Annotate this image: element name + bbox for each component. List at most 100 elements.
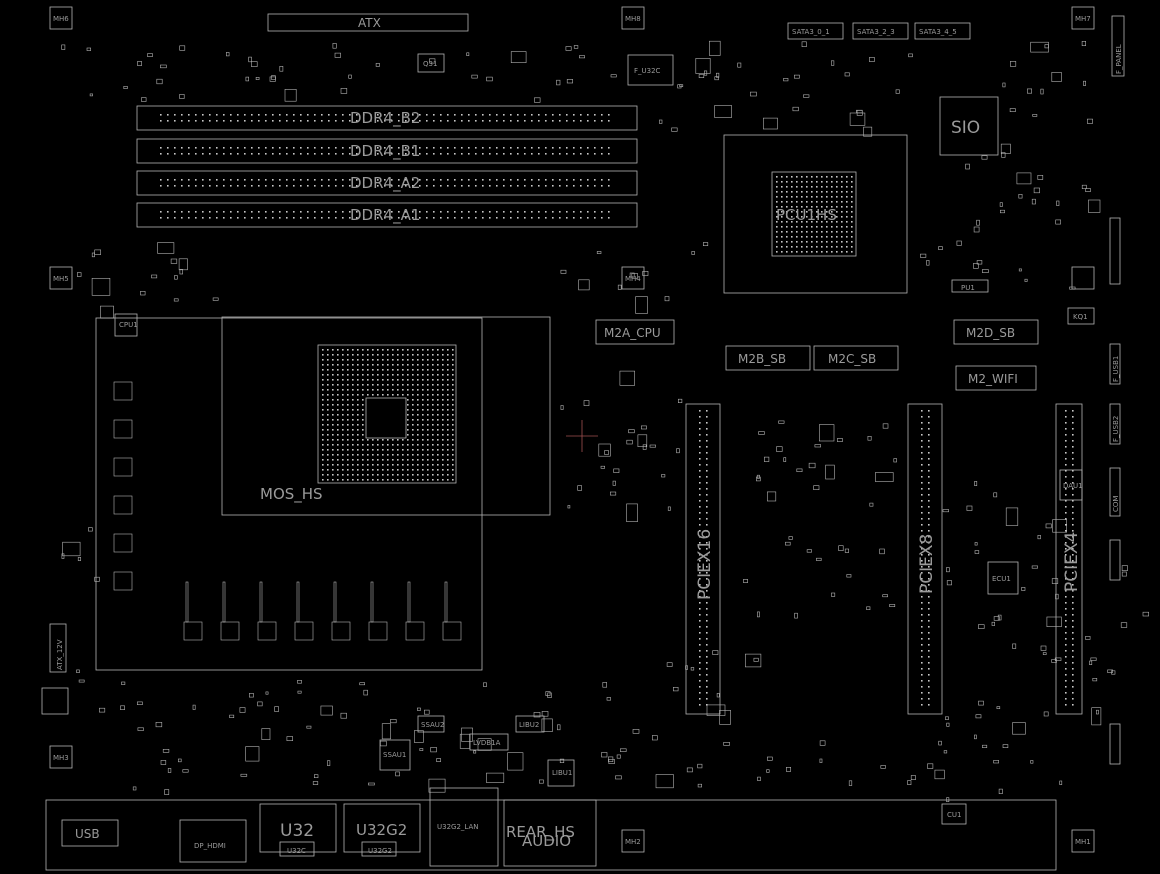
- dimm-pin: [342, 153, 344, 155]
- vrm-choke: [442, 621, 462, 641]
- passive-component: [803, 94, 810, 98]
- pcie-pin: [928, 674, 930, 676]
- cpu-pin: [337, 389, 339, 391]
- label-f-usb2: F_USB2: [1112, 416, 1120, 442]
- cpu-pin: [332, 419, 334, 421]
- cpu-pin: [442, 434, 444, 436]
- dimm-pin: [524, 153, 526, 155]
- cpu-pin: [327, 379, 329, 381]
- dimm-pin: [202, 153, 204, 155]
- pcie-pin: [1072, 590, 1074, 592]
- passive-component: [178, 758, 182, 763]
- pch-ball: [846, 231, 848, 233]
- passive-component: [672, 686, 679, 692]
- dimm-pin: [573, 217, 575, 219]
- cpu-pin: [422, 454, 424, 456]
- pch-ball: [801, 216, 803, 218]
- pcie-pin: [921, 524, 923, 526]
- cpu-pin: [417, 424, 419, 426]
- pcie-pin: [1072, 512, 1074, 514]
- dimm-pin: [608, 211, 610, 213]
- passive-component: [661, 474, 666, 478]
- pch-ball: [796, 216, 798, 218]
- pcie-pin: [1065, 596, 1067, 598]
- lvdb1a-chip: [469, 733, 509, 751]
- pch-ball: [826, 251, 828, 253]
- dimm-pin: [181, 211, 183, 213]
- cpu-pin: [392, 449, 394, 451]
- passive-component: [86, 47, 92, 51]
- cpu-pin: [387, 369, 389, 371]
- dimm-pin: [552, 147, 554, 149]
- passive-component: [927, 763, 934, 769]
- cpu-pin: [447, 454, 449, 456]
- cpu-pin: [442, 369, 444, 371]
- cpu-pin: [367, 464, 369, 466]
- cpu-pin: [332, 459, 334, 461]
- cpu-pin: [322, 374, 324, 376]
- cpu-pin: [377, 359, 379, 361]
- pch-ball: [841, 221, 843, 223]
- cpu-pin: [327, 414, 329, 416]
- cpu-pin: [387, 359, 389, 361]
- dimm-pin: [426, 120, 428, 122]
- passive-component: [938, 246, 943, 250]
- pcie-pin: [699, 410, 701, 412]
- pcie-pin: [706, 500, 708, 502]
- dimm-pin: [468, 185, 470, 187]
- cpu-pin: [407, 474, 409, 476]
- sata-port-3: [914, 22, 971, 40]
- cpu-pin: [427, 364, 429, 366]
- dimm-pin: [587, 120, 589, 122]
- dimm-pin: [160, 211, 162, 213]
- passive-component: [1085, 636, 1091, 640]
- label-f-panel: F_PANEL: [1115, 44, 1123, 74]
- pch-ball: [801, 236, 803, 238]
- pcie-pin: [928, 638, 930, 640]
- pch-ball: [821, 201, 823, 203]
- cpu-pin: [357, 424, 359, 426]
- pcie-pin: [1065, 410, 1067, 412]
- dimm-pin: [538, 120, 540, 122]
- cpu-pin: [327, 409, 329, 411]
- dimm-pin: [566, 120, 568, 122]
- pcie-pin: [699, 428, 701, 430]
- pcie-pin: [1065, 494, 1067, 496]
- vrm-mosfet-bar: [185, 581, 189, 623]
- label-m2a-cpu: M2A_CPU: [604, 326, 661, 340]
- pch-ball: [786, 181, 788, 183]
- dimm-pin: [335, 211, 337, 213]
- dimm-pin: [468, 153, 470, 155]
- passive-component: [483, 682, 487, 687]
- cpu-pin: [417, 364, 419, 366]
- passive-component: [179, 94, 185, 99]
- passive-component: [1089, 660, 1093, 666]
- cpu-pin: [372, 449, 374, 451]
- cpu-die-center: [365, 397, 407, 439]
- dimm-pin: [314, 147, 316, 149]
- passive-component: [1056, 200, 1060, 206]
- cpu-pin: [407, 479, 409, 481]
- cpu-pin: [437, 359, 439, 361]
- pcie-pin: [1065, 476, 1067, 478]
- cpu-pin: [412, 424, 414, 426]
- ecu1-chip: [987, 561, 1019, 595]
- cpu-pin: [337, 374, 339, 376]
- pch-ball: [811, 246, 813, 248]
- cpu-pin: [332, 409, 334, 411]
- m2c-sb-slot: [813, 345, 899, 371]
- u32g2-port: [343, 803, 421, 853]
- passive-component: [982, 269, 989, 274]
- cpu-pin: [357, 389, 359, 391]
- cpu-pin: [347, 359, 349, 361]
- passive-component: [429, 58, 436, 64]
- cpu-pin: [407, 429, 409, 431]
- passive-component: [132, 786, 137, 791]
- dimm-pin: [265, 217, 267, 219]
- cpu-pin: [422, 444, 424, 446]
- dimm-pin: [279, 147, 281, 149]
- pch-ball: [781, 186, 783, 188]
- pcie-pin: [706, 458, 708, 460]
- cpu-pin: [422, 349, 424, 351]
- dimm-pin: [489, 147, 491, 149]
